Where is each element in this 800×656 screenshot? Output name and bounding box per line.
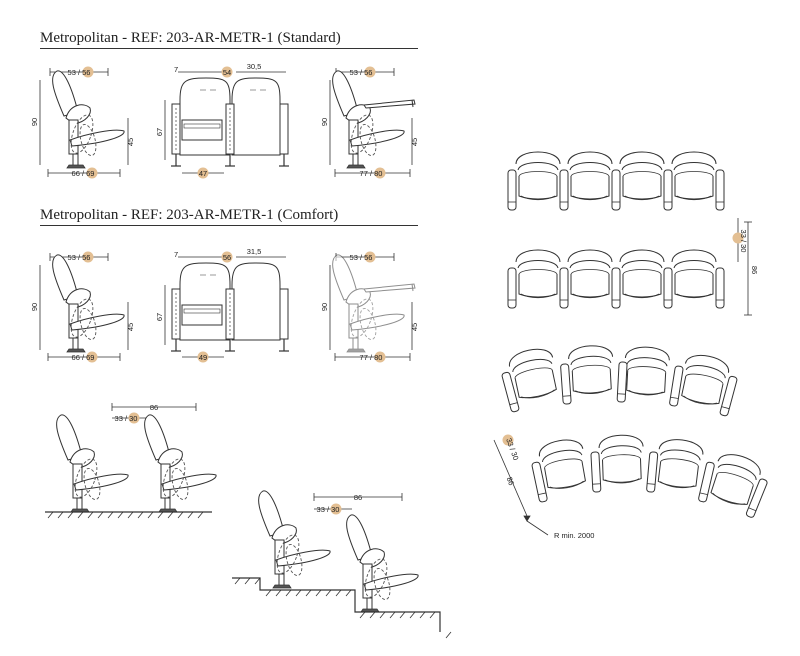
badge-marker (364, 251, 376, 263)
standard-tablet-seat-dim: 45 (410, 138, 419, 146)
standard-tablet-height-dim: 90 (320, 118, 329, 126)
comfort-front-left-dim: 7 (174, 250, 178, 259)
comfort-front-height-dim: 67 (155, 313, 164, 321)
standard-front-seat-dim: 47 (199, 169, 207, 178)
comfort-front-arm-dim: 31,5 (247, 247, 262, 256)
badge-marker (502, 434, 514, 446)
standard-tablet-top-dim: 53 / 56 (350, 68, 373, 77)
badge-marker (82, 66, 94, 78)
comfort-title: Metropolitan - REF: 203-AR-METR-1 (Comfo… (40, 207, 339, 223)
curved-rows-top-view: 33 / 30 86 R min. 2000 (493, 344, 769, 540)
comfort-front-width-dim: 56 (223, 253, 231, 262)
badge-marker (374, 351, 386, 363)
badge-marker (330, 503, 342, 515)
badge-marker (364, 66, 376, 78)
comfort-front-seat-dim: 49 (199, 353, 207, 362)
standard-tablet-bottom-dim: 77 / 80 (360, 169, 383, 178)
straight-clearance-dim: 33 / 30 (739, 230, 748, 253)
comfort-side-view: 53 / 56 90 45 66 / 69 (30, 251, 135, 363)
badge-marker (128, 412, 140, 424)
comfort-side-height-dim: 90 (30, 303, 39, 311)
standard-side-view: 53 / 56 90 45 66 / 69 (30, 66, 135, 179)
badge-marker (197, 167, 209, 179)
comfort-tablet-bottom-dim: 77 / 80 (360, 353, 383, 362)
flat-pitch-dim: 86 (150, 403, 158, 412)
comfort-side-top-dim: 53 / 56 (68, 253, 91, 262)
standard-front-view: 7 54 30,5 67 (155, 62, 289, 179)
stepped-floor-rows: 86 33 / 30 (232, 490, 452, 639)
flat-clearance-dim: 33 / 30 (115, 414, 138, 423)
badge-marker (732, 232, 744, 244)
standard-side-seat-dim: 45 (126, 138, 135, 146)
badge-marker (197, 351, 209, 363)
straight-pitch-dim: 86 (750, 266, 759, 274)
comfort-side-seat-dim: 45 (126, 323, 135, 331)
curved-radius-label: R min. 2000 (554, 531, 594, 540)
flat-floor-rows: 86 33 / 30 (45, 403, 217, 519)
badge-marker (221, 251, 233, 263)
stepped-pitch-dim: 86 (354, 493, 362, 502)
straight-rows-top-view: 33 / 30 86 (507, 151, 759, 316)
comfort-tablet-top-dim: 53 / 56 (350, 253, 373, 262)
comfort-tablet-seat-dim: 45 (410, 323, 419, 331)
standard-side-height-dim: 90 (30, 118, 39, 126)
curved-clearance-dim: 33 / 30 (504, 437, 520, 462)
badge-marker (221, 66, 233, 78)
badge-marker (82, 251, 94, 263)
standard-side-top-dim: 53 / 56 (68, 68, 91, 77)
standard-front-width-dim: 54 (223, 68, 231, 77)
standard-side-bottom-dim: 66 / 69 (72, 169, 95, 178)
standard-tablet-side-view: 53 / 56 90 45 77 / 80 (320, 66, 419, 179)
comfort-front-view: 7 56 31,5 67 49 (155, 247, 289, 363)
comfort-title-rule (40, 225, 418, 226)
standard-front-height-dim: 67 (155, 128, 164, 136)
comfort-tablet-side-view: 53 / 56 90 45 77 / 80 (320, 251, 419, 363)
stepped-clearance-dim: 33 / 30 (317, 505, 340, 514)
standard-front-arm-dim: 30,5 (247, 62, 262, 71)
badge-marker (86, 351, 98, 363)
standard-title-rule (40, 48, 418, 49)
curved-pitch-dim: 86 (505, 476, 516, 487)
badge-marker (86, 167, 98, 179)
comfort-tablet-height-dim: 90 (320, 303, 329, 311)
comfort-side-bottom-dim: 66 / 69 (72, 353, 95, 362)
standard-title: Metropolitan - REF: 203-AR-METR-1 (Stand… (40, 30, 341, 46)
badge-marker (374, 167, 386, 179)
standard-front-left-dim: 7 (174, 65, 178, 74)
